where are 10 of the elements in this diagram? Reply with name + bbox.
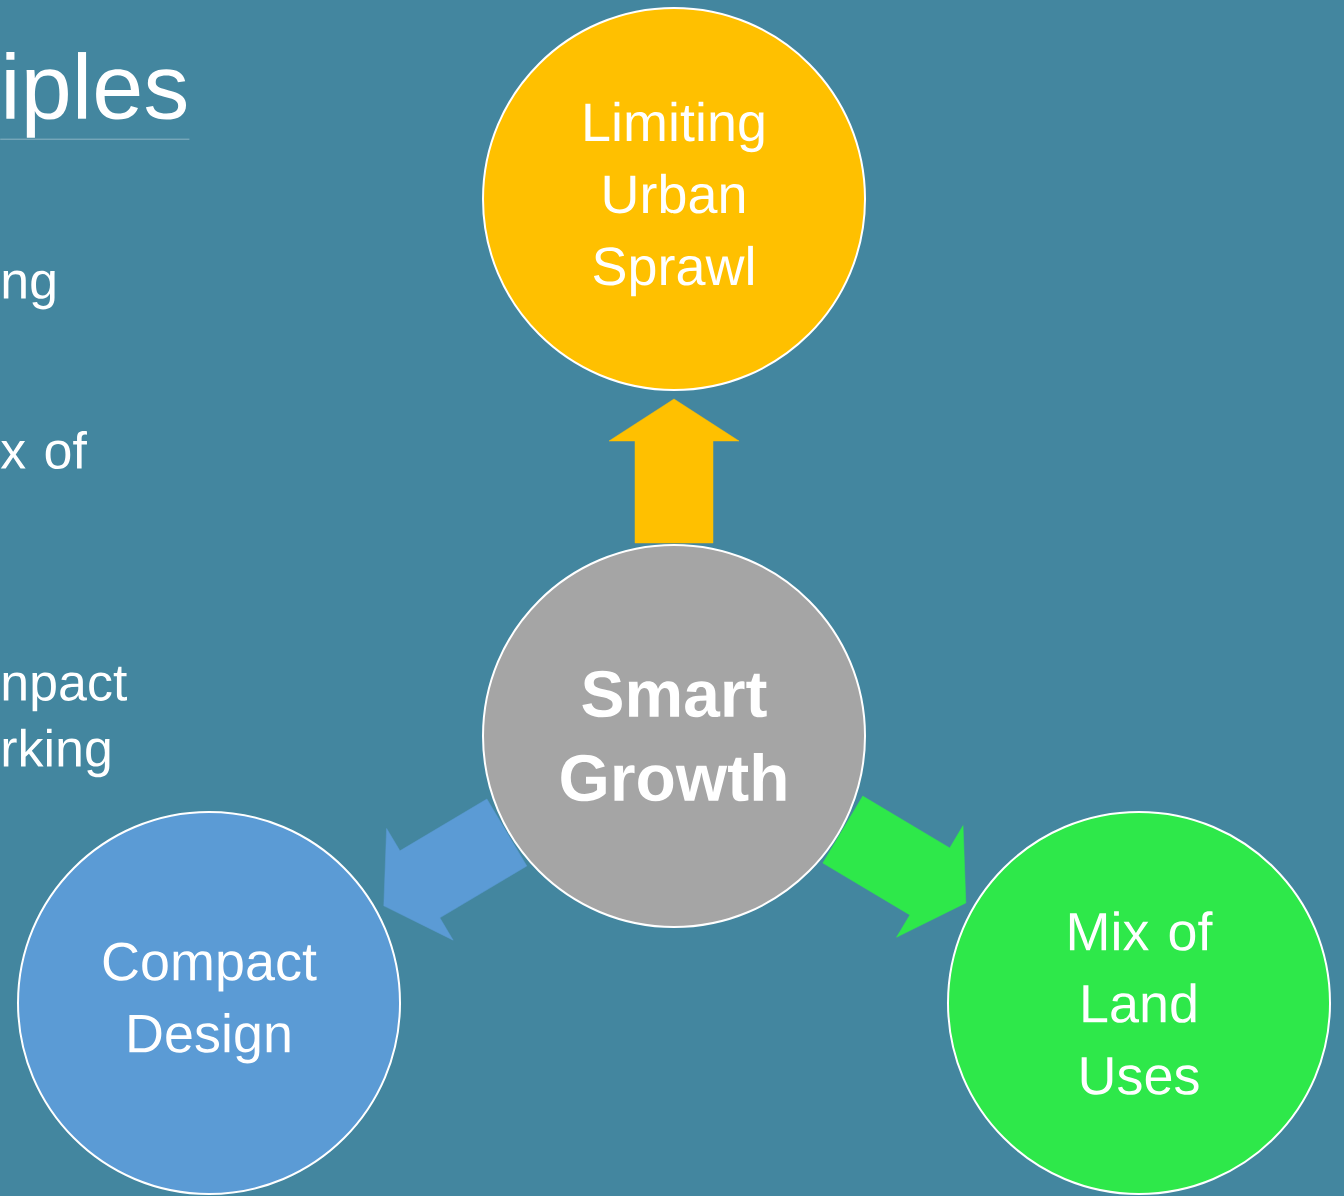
slide-title: iples xyxy=(0,52,190,140)
text-fragment: ng xyxy=(3,270,55,310)
circle-node: Smart Growth xyxy=(482,544,866,928)
block-arrow xyxy=(608,398,740,544)
block-arrow xyxy=(822,795,967,938)
circle-node: Compact Design xyxy=(17,811,401,1195)
text-fragment: x of xyxy=(0,430,87,470)
block-arrow xyxy=(383,798,528,941)
circle-node: Limiting Urban Sprawl xyxy=(482,7,866,391)
circle-node: Mix of Land Uses xyxy=(947,811,1331,1195)
